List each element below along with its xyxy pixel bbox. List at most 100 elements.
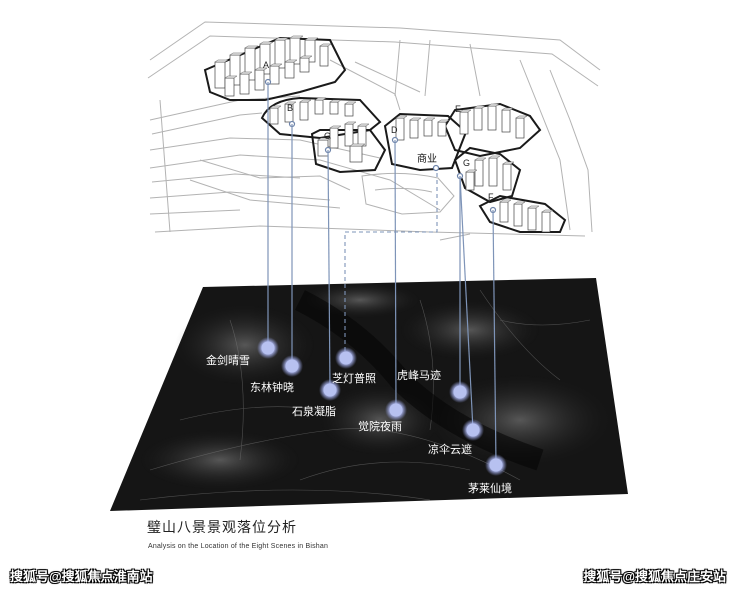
satellite-road	[479, 289, 561, 381]
building-roof	[259, 41, 274, 45]
building-roof	[474, 157, 487, 161]
scene-label-a: 金剑晴雪	[206, 353, 250, 367]
scene-pin-a	[261, 341, 275, 355]
connector-line-d	[394, 139, 397, 411]
building	[488, 157, 498, 187]
building-roof	[501, 107, 514, 111]
satellite-road	[179, 406, 321, 421]
scene-label-e: 凉伞云遮	[428, 442, 472, 456]
master-plan-axonometric: A B C D E F G 商业	[147, 21, 601, 241]
building-roof	[459, 109, 472, 113]
building-roof	[357, 123, 370, 127]
building	[437, 121, 447, 137]
building-roof	[409, 117, 422, 121]
scene-label-b: 东林钟晓	[250, 380, 294, 394]
building	[314, 99, 324, 115]
building-roof	[224, 75, 238, 79]
scene-pin-g	[453, 385, 467, 399]
building	[409, 119, 419, 139]
building-roof	[274, 37, 289, 41]
building-roof	[229, 52, 244, 56]
building	[224, 77, 235, 97]
building	[473, 107, 483, 131]
caption-title-en: Analysis on the Location of the Eight Sc…	[148, 543, 329, 550]
building-roof	[344, 101, 357, 105]
building	[239, 73, 250, 95]
satellite-road	[299, 461, 471, 481]
building-roof	[487, 103, 500, 107]
building	[299, 57, 310, 73]
building	[501, 109, 511, 133]
zone-label-d: D	[391, 125, 398, 135]
site-boundaries	[203, 36, 567, 233]
zone-label-f: F	[488, 192, 494, 202]
building	[214, 61, 226, 89]
building	[269, 65, 280, 85]
building-roof	[284, 59, 298, 63]
building-roof	[473, 105, 486, 109]
building-roof	[513, 201, 526, 205]
building-roof	[527, 205, 540, 209]
building	[474, 159, 484, 187]
connector-lines	[267, 82, 497, 466]
building	[499, 201, 509, 223]
building-roof	[244, 45, 259, 49]
scene-pin-h	[339, 351, 353, 365]
building	[299, 101, 309, 121]
building-roof	[395, 115, 408, 119]
building	[344, 103, 354, 117]
building	[329, 101, 339, 115]
building-roof	[349, 143, 366, 147]
watermark-left: 搜狐号@搜狐焦点淮南站	[10, 569, 153, 584]
connector-line-c	[327, 149, 331, 391]
building-roof	[329, 125, 342, 129]
building	[423, 119, 433, 137]
building-roof	[502, 161, 515, 165]
building-roof	[515, 115, 528, 119]
building-roof	[314, 97, 327, 101]
satellite-roads	[139, 289, 591, 501]
satellite-road	[229, 319, 244, 461]
building-roof	[289, 35, 304, 39]
building-roof	[329, 99, 342, 103]
building	[502, 163, 512, 191]
building-roof	[304, 37, 319, 41]
building	[515, 117, 525, 139]
building	[284, 61, 295, 79]
building-roof	[344, 121, 357, 125]
building-roof	[465, 169, 478, 173]
building-roof	[299, 99, 312, 103]
building	[465, 171, 475, 191]
zone-label-c: C	[324, 131, 331, 141]
building-roof	[284, 101, 297, 105]
satellite-road	[499, 319, 591, 326]
zone-label-e: E	[455, 104, 461, 114]
zone-label-b: B	[287, 103, 293, 113]
building	[527, 207, 537, 231]
scene-label-f: 茅莱仙境	[468, 481, 512, 495]
mountain-ridge	[295, 290, 544, 471]
scene-label-d: 觉院夜雨	[358, 419, 402, 433]
dashed-connector	[344, 172, 438, 358]
road-network	[147, 21, 601, 241]
building	[459, 111, 469, 135]
scene-label-c: 石泉凝脂	[292, 404, 336, 418]
scene-pin-e	[466, 423, 480, 437]
satellite-road	[139, 489, 431, 501]
building-roof	[437, 119, 450, 123]
scene-pin-c	[323, 383, 337, 397]
building-roof	[317, 137, 332, 141]
building	[487, 105, 497, 131]
building-roof	[239, 71, 253, 75]
building	[513, 203, 523, 227]
watermark-right: 搜狐号@搜狐焦点庄安站	[583, 569, 726, 584]
scene-pin-b	[285, 359, 299, 373]
zone-labels: A B C D E F G	[263, 60, 494, 202]
building	[319, 45, 329, 67]
satellite-map-plane	[110, 278, 628, 511]
building-roof	[299, 55, 313, 59]
building	[349, 145, 363, 163]
building-roof	[499, 199, 512, 203]
